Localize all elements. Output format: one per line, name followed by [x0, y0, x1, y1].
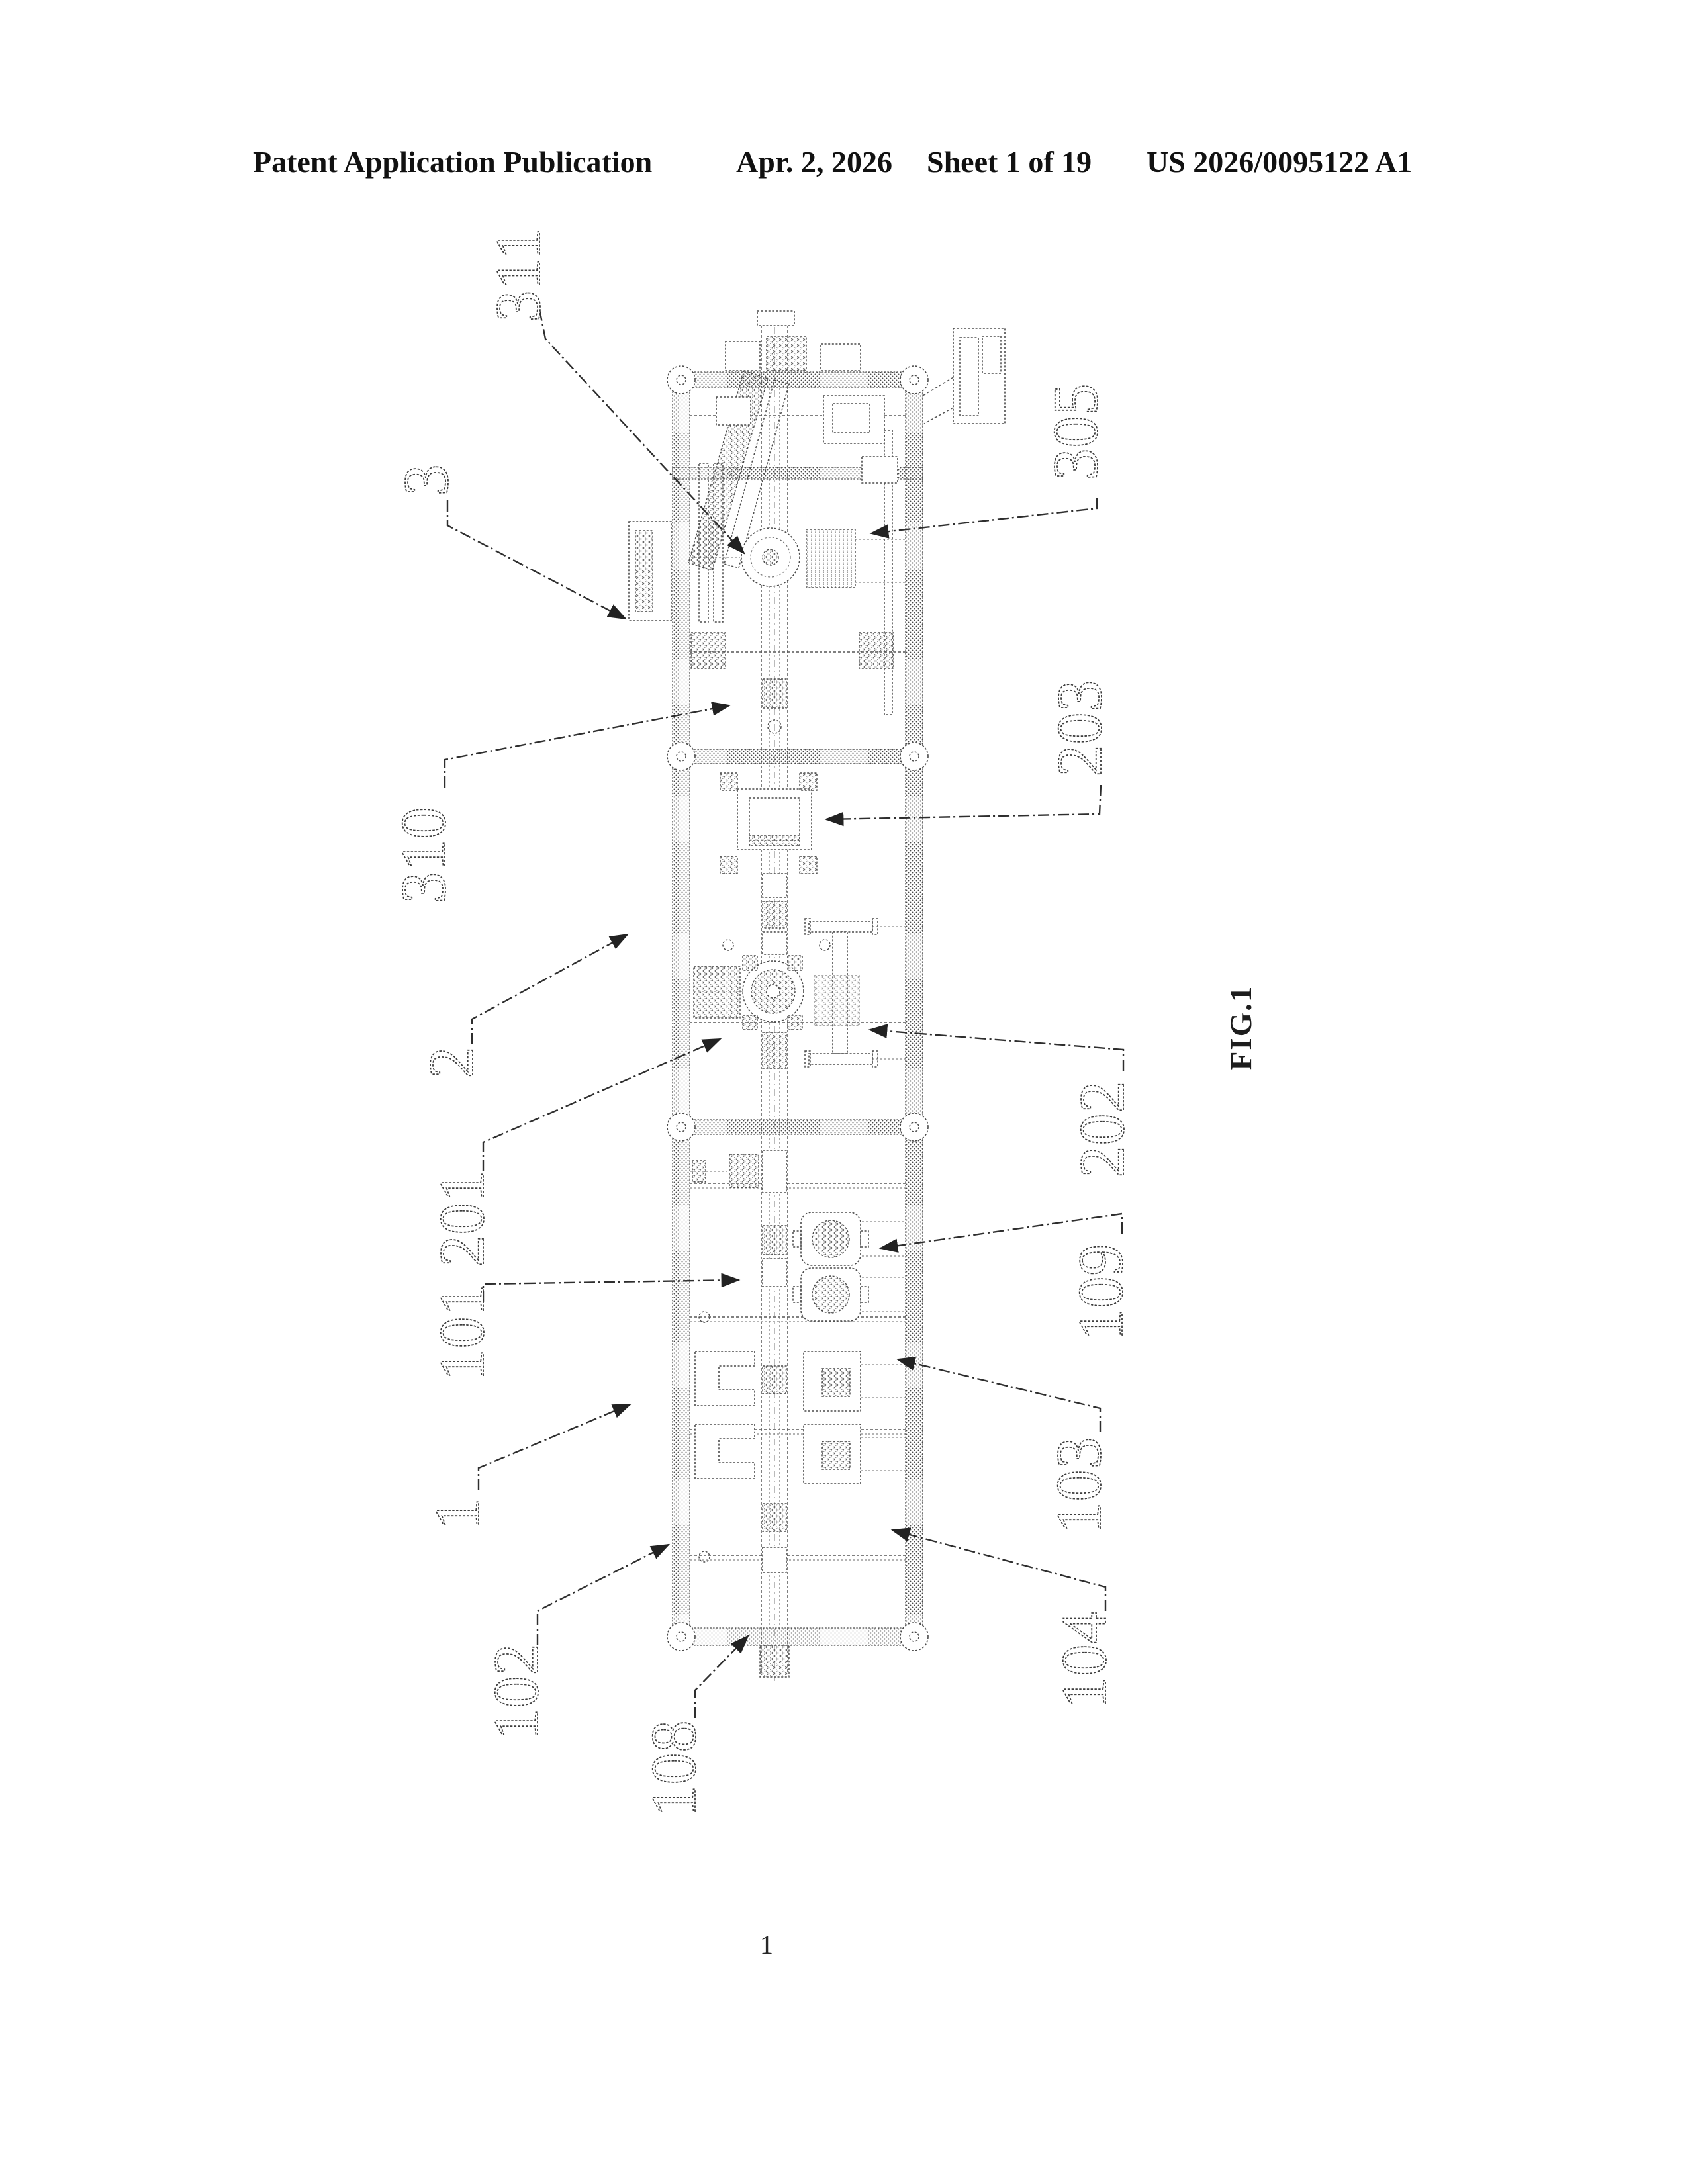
ref-label-311: 311	[483, 227, 553, 322]
leader-lines	[444, 309, 1125, 1718]
i-beam-bottom-flange	[808, 1053, 873, 1065]
conveyor-foot	[759, 1645, 790, 1678]
conveyor-segment-s1e	[762, 1547, 787, 1573]
page-number: 1	[760, 1930, 773, 1960]
machine-frame	[667, 365, 929, 1651]
header-publication: Patent Application Publication	[253, 145, 653, 179]
heatsink-block	[806, 529, 856, 588]
turret-gear-hub	[766, 984, 780, 999]
i-beam-unit	[804, 918, 878, 1068]
figure-caption: FIG.1	[1224, 985, 1258, 1071]
c-bracket-upper	[694, 1351, 755, 1406]
ref-label-102: 102	[481, 1643, 551, 1741]
bearing-block-left	[690, 632, 726, 669]
frame-right-rail	[905, 371, 923, 1646]
conveyor-segment-s2d	[762, 1032, 787, 1069]
leader-104	[890, 1527, 1107, 1611]
leader-203	[824, 784, 1102, 827]
gripper-box-upper	[803, 1351, 906, 1412]
leader-3	[446, 500, 628, 620]
ref-label-103: 103	[1043, 1437, 1114, 1534]
conveyor-segment-s3	[762, 678, 787, 709]
feed-carriage-left	[729, 1154, 759, 1188]
ref-label-104: 104	[1049, 1612, 1119, 1709]
press-box-base	[749, 835, 800, 846]
conveyor-top-cap	[757, 310, 795, 326]
i-beam-slide-block	[814, 975, 860, 1026]
ref-label-305: 305	[1040, 383, 1111, 480]
right-guide-strip	[884, 430, 893, 715]
external-box-slot-1	[959, 337, 979, 416]
frame-divider-rail-1	[672, 749, 923, 764]
frame-corner-lugs	[667, 365, 929, 1651]
external-box-outer	[953, 328, 1006, 424]
reference-numerals: 311 3 305 203 310 2 201 202 101 109 1 10…	[387, 226, 1138, 1817]
conveyor-segment-s2a	[762, 873, 787, 898]
leader-109	[878, 1212, 1123, 1253]
station-2-assembly	[693, 772, 906, 1069]
c-bracket-lower	[694, 1424, 755, 1479]
clamp-block-left	[693, 966, 741, 1019]
ref-label-201: 201	[426, 1170, 497, 1267]
shaft-node-s3	[767, 719, 782, 734]
external-box-slot-2	[982, 336, 1002, 374]
external-control-box	[922, 328, 1006, 424]
header-sheet-count: Sheet 1 of 19	[927, 145, 1092, 179]
header-date: Apr. 2, 2026	[736, 145, 892, 179]
leader-103	[896, 1356, 1102, 1432]
frame-divider-rail-2	[672, 1119, 923, 1135]
i-beam-top-flange	[808, 921, 873, 933]
bearing-block-right	[859, 632, 894, 669]
feed-bracket	[692, 1160, 706, 1183]
sub-block-c	[861, 456, 898, 484]
press-box-inner	[749, 797, 800, 841]
station-3-assembly	[628, 341, 906, 734]
leader-311	[538, 309, 745, 555]
frame-top-rail	[672, 371, 923, 388]
leader-102	[536, 1543, 671, 1645]
header-patent-number: US 2026/0095122 A1	[1147, 145, 1413, 179]
conveyor-drive-block	[766, 336, 807, 371]
ref-label-109: 109	[1065, 1244, 1136, 1341]
conveyor-segment-s1c	[762, 1365, 787, 1394]
ref-label-310: 310	[388, 807, 459, 904]
conveyor-segment-s2c	[762, 931, 787, 955]
ref-label-1: 1	[422, 1498, 492, 1530]
leader-310	[444, 702, 731, 788]
leader-2	[471, 933, 630, 1044]
leader-202	[868, 1024, 1125, 1071]
gripper-box-lower	[803, 1424, 906, 1484]
leader-101	[482, 1273, 741, 1302]
index-disk-hub	[762, 549, 779, 566]
roller-unit-lower	[792, 1267, 906, 1322]
frame-left-rail	[672, 371, 690, 1646]
top-rail-block-left	[725, 341, 761, 371]
ref-label-108: 108	[638, 1720, 709, 1817]
conveyor-segment-s1b	[762, 1258, 787, 1287]
leader-108	[694, 1635, 749, 1718]
sub-block-a	[716, 396, 751, 426]
ref-label-2: 2	[416, 1046, 487, 1079]
ref-label-101: 101	[426, 1284, 497, 1381]
sub-block-b-inner	[832, 403, 870, 433]
page-header: Patent Application Publication Apr. 2, 2…	[0, 144, 1688, 184]
leader-305	[869, 498, 1098, 539]
ref-label-3: 3	[391, 464, 461, 496]
conveyor-segment-s2b	[762, 901, 787, 929]
roller-unit-upper	[792, 1212, 906, 1266]
leader-201	[482, 1038, 722, 1171]
leader-1	[477, 1403, 632, 1490]
top-rail-block-right	[820, 343, 861, 371]
ref-label-202: 202	[1066, 1081, 1137, 1178]
conveyor-segment-s1d	[762, 1503, 787, 1532]
left-side-module-core	[635, 530, 653, 612]
station-1-assembly	[690, 1150, 906, 1573]
ref-label-203: 203	[1044, 680, 1115, 777]
frame-bottom-rail	[672, 1627, 923, 1646]
feed-carriage	[762, 1150, 787, 1193]
conveyor-segment-s1a	[762, 1225, 787, 1255]
